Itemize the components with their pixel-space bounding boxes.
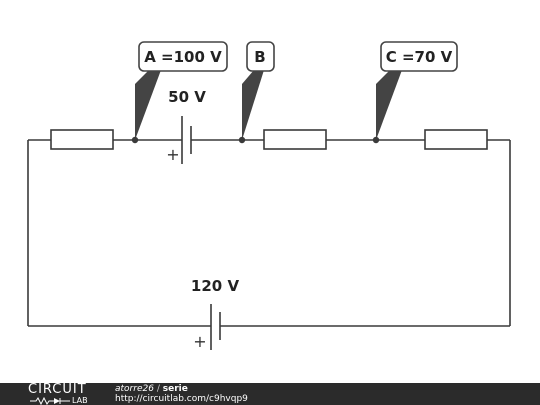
battery-bottom-voltage: 120 V xyxy=(191,277,240,295)
callout-c-box xyxy=(380,41,458,72)
circuit-schematic: 50 V + 120 V + A =100 V B C =70 V xyxy=(27,41,511,351)
resistor-diode-icon xyxy=(30,396,70,405)
node-a-dot xyxy=(131,136,139,144)
callout-b-box xyxy=(246,41,275,72)
circuitlab-logo-lab-text: LAB xyxy=(72,396,88,405)
resistor-r3 xyxy=(424,129,488,150)
circuitlab-logo-top[interactable]: CIRCUIT xyxy=(28,382,87,397)
callout-a-tail xyxy=(135,70,161,140)
battery-bottom-plus-sign: + xyxy=(193,332,206,351)
node-c-dot xyxy=(372,136,380,144)
footer-bar: CIRCUIT LAB atorre26 / serie http://circ… xyxy=(0,383,540,405)
callout-c-label: C =70 V xyxy=(386,48,453,66)
resistor-r2 xyxy=(263,129,327,150)
node-b-dot xyxy=(238,136,246,144)
callout-a-label: A =100 V xyxy=(144,48,222,66)
breadcrumb-separator: / xyxy=(156,384,160,394)
callout-a-box xyxy=(138,41,228,72)
circuitlab-logo-bottom[interactable]: LAB xyxy=(30,396,88,405)
resistor-r1 xyxy=(50,129,114,150)
callout-b-label: B xyxy=(254,48,265,66)
circuit-title[interactable]: serie xyxy=(162,384,188,394)
author-name[interactable]: atorre26 xyxy=(115,384,154,394)
battery-top-voltage: 50 V xyxy=(168,88,206,106)
callout-b-tail xyxy=(242,70,264,140)
circuit-url-link[interactable]: http://circuitlab.com/c9hvqp9 xyxy=(115,394,248,404)
footer-meta: atorre26 / serie http://circuitlab.com/c… xyxy=(115,384,248,404)
battery-top-plus-sign: + xyxy=(166,145,179,164)
callout-c-tail xyxy=(376,70,402,140)
